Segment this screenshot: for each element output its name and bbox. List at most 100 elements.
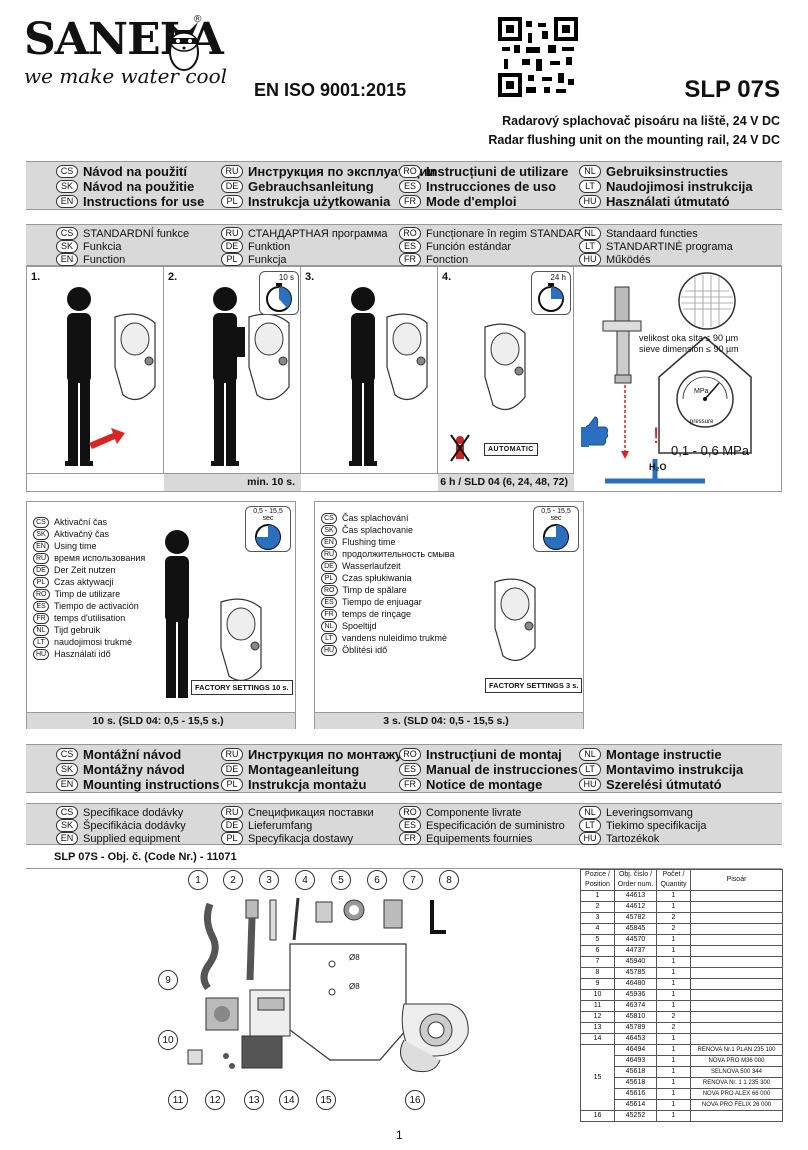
lang-code-badge: HU [579,832,601,845]
lang-text: Tiekimo specifikacija [606,819,707,832]
table-cell: 44612 [614,901,657,913]
table-cell: 4 [580,923,615,935]
lang-text: Működés [606,253,651,266]
lang-text: Montageanleitung [248,762,360,777]
table-cell: 1 [656,1066,691,1078]
table-cell: 1 [656,1055,691,1067]
table-cell: RENOVA Nr. 1 1 235 300 [690,1077,783,1089]
lang-code-badge: RU [321,548,338,560]
subtitle-cs: Radarový splachovač pisoáru na liště, 24… [502,114,780,128]
lang-code-badge: PL [221,832,243,845]
lang-code-badge: SK [33,528,49,540]
lang-text: Instrukcja użytkowania [248,194,391,209]
lang-text: Használati útmutató [606,194,730,209]
part-callout: 14 [279,1090,299,1110]
lang-code-badge: LT [33,636,49,648]
lang-text: СТАНДАРТНАЯ программа [248,227,388,240]
lang-text: Funkcja [248,253,287,266]
lang-code-badge: PL [221,195,243,208]
table-cell: 10 [580,989,615,1001]
lang-code-badge: PL [221,253,243,266]
table-cell: 46480 [614,978,657,990]
table-cell: 45616 [614,1088,657,1100]
lang-text: Instructions for use [83,194,205,209]
lang-code-badge: CS [56,227,78,240]
model-title: SLP 07S [684,76,780,103]
part-callout: 13 [244,1090,264,1110]
lang-code-badge: RO [399,165,421,178]
table-cell: 45782 [614,912,657,924]
list-text: temps d'utilisation [54,613,126,623]
lang-code-badge: FR [33,612,49,624]
table-cell: 44613 [614,890,657,902]
table-cell: 8 [580,967,615,979]
table-cell [690,1011,783,1023]
warning-mark: ! [653,423,660,448]
lang-text: Montážní návod [83,747,182,762]
lang-code-badge: EN [33,540,49,552]
qr-code-icon[interactable] [498,17,578,97]
table-cell: 2 [580,901,615,913]
lang-code-badge: RO [321,584,338,596]
lang-code-badge: RU [221,748,243,761]
table-cell: RENOVA Nr.1 PLAN 235 100 [690,1044,783,1056]
lang-code-badge: CS [321,512,337,524]
lang-code-badge: DE [33,564,49,576]
dim-label: Ø8 [349,982,360,991]
table-cell [690,1022,783,1034]
lang-code-badge: DE [221,819,243,832]
lang-text: Función estándar [426,240,511,253]
table-cell: 45810 [614,1011,657,1023]
lang-text: Equipements fournies [426,832,533,845]
list-text: Čas splachování [342,513,409,523]
lang-text: STANDARTINĖ programa [606,240,733,253]
part-callout: 9 [158,970,178,990]
list-text: время использования [54,553,146,563]
table-cell: 46494 [614,1044,657,1056]
table-cell: 1 [656,1088,691,1100]
flushing-time-caption: 3 s. (SLD 04: 0,5 - 15,5 s.) [315,712,583,729]
lang-code-badge: FR [399,832,421,845]
lang-text: Especificación de suministro [426,819,565,832]
parts-drawing [187,897,469,1073]
lang-code-badge: CS [56,806,78,819]
lang-text: Naudojimosi instrukcija [606,179,753,194]
table-cell [690,945,783,957]
step-number: 3. [305,271,315,283]
lang-text: Funkcia [83,240,122,253]
table-cell: 1 [656,945,691,957]
usage-illustrations [65,287,526,466]
lang-code-badge: CS [33,516,49,528]
factory-settings-badge: FACTORY SETTINGS 10 s. [191,680,293,695]
lang-text: Gebrauchsanleitung [248,179,374,194]
lang-code-badge: RO [33,588,50,600]
lang-code-badge: RO [399,748,421,761]
lang-text: Mounting instructions [83,777,220,792]
step-panel-3 [301,267,438,491]
lang-entry-pl: PL Funkcja [221,253,399,266]
automatic-badge: AUTOMATIC [484,443,538,456]
lang-code-badge: EN [56,832,78,845]
part-callout: 3 [259,870,279,890]
table-cell: 45785 [614,967,657,979]
step-number: 1. [31,271,41,283]
